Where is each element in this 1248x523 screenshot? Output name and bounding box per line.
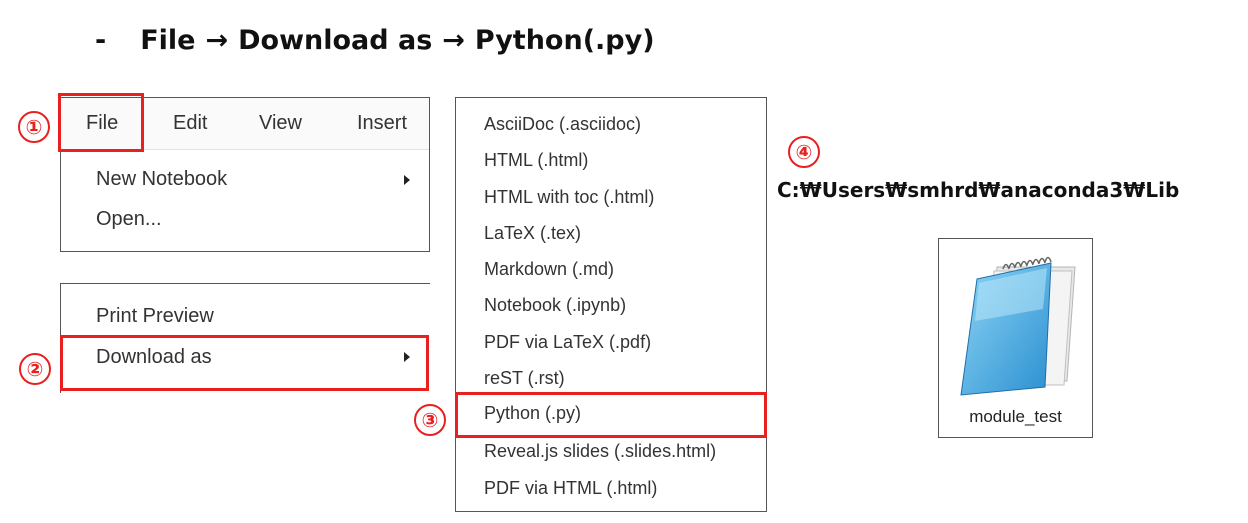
menu-item-download-as[interactable]: Download as: [96, 346, 212, 368]
heading-step-download: Download as: [238, 24, 433, 56]
submenu-item-latex[interactable]: LaTeX (.tex): [484, 223, 582, 243]
menu-item-open[interactable]: Open...: [96, 208, 162, 230]
submenu-item-python[interactable]: Python (.py): [484, 403, 582, 423]
step-1-marker: ①: [18, 111, 50, 143]
submenu-item-pdf-latex[interactable]: PDF via LaTeX (.pdf): [484, 332, 652, 352]
menu-bar: File Edit View Insert: [61, 98, 429, 150]
step-3-marker: ③: [414, 404, 446, 436]
notepad-file-icon: [960, 256, 1076, 396]
submenu-item-reveal-slides[interactable]: Reveal.js slides (.slides.html): [484, 441, 717, 461]
highlight-python: [455, 392, 767, 438]
file-name-label: module_test: [969, 407, 1062, 426]
menu-item-new-notebook[interactable]: New Notebook: [96, 168, 228, 190]
menu-insert[interactable]: Insert: [357, 112, 408, 134]
arrow-icon: →: [442, 24, 465, 56]
submenu-item-notebook[interactable]: Notebook (.ipynb): [484, 295, 627, 315]
menu-item-print-preview[interactable]: Print Preview: [96, 305, 214, 327]
heading-step-file: File: [140, 24, 196, 56]
submenu-item-pdf-html[interactable]: PDF via HTML (.html): [484, 478, 658, 498]
instruction-heading: - File → Download as → Python(.py): [95, 18, 655, 62]
submenu-item-rest[interactable]: reST (.rst): [484, 368, 565, 388]
menu-view[interactable]: View: [259, 112, 302, 134]
step-4-marker: ④: [788, 136, 820, 168]
download-as-submenu: AsciiDoc (.asciidoc) HTML (.html) HTML w…: [455, 97, 767, 512]
heading-dash: -: [95, 24, 107, 56]
submenu-item-html[interactable]: HTML (.html): [484, 150, 589, 170]
submenu-item-asciidoc[interactable]: AsciiDoc (.asciidoc): [484, 114, 642, 134]
save-path-text: C:₩Users₩smhrd₩anaconda3₩Lib: [777, 178, 1180, 202]
arrow-icon: →: [205, 24, 229, 56]
menu-edit[interactable]: Edit: [173, 112, 208, 134]
file-menu-panel: File Edit View Insert New Notebook Open.…: [60, 97, 430, 252]
submenu-item-markdown[interactable]: Markdown (.md): [484, 259, 615, 279]
highlight-download-as: [60, 335, 429, 391]
highlight-file-menu: [58, 93, 144, 152]
file-menu-lower-panel: Print Preview Download as: [60, 283, 430, 393]
menu-file[interactable]: File: [86, 112, 119, 134]
submenu-item-html-toc[interactable]: HTML with toc (.html): [484, 187, 655, 207]
file-item[interactable]: module_test: [938, 238, 1093, 438]
heading-step-python: Python(.py): [474, 24, 655, 56]
submenu-arrow-icon: [404, 175, 410, 185]
submenu-arrow-icon: [404, 352, 410, 362]
step-2-marker: ②: [19, 353, 51, 385]
